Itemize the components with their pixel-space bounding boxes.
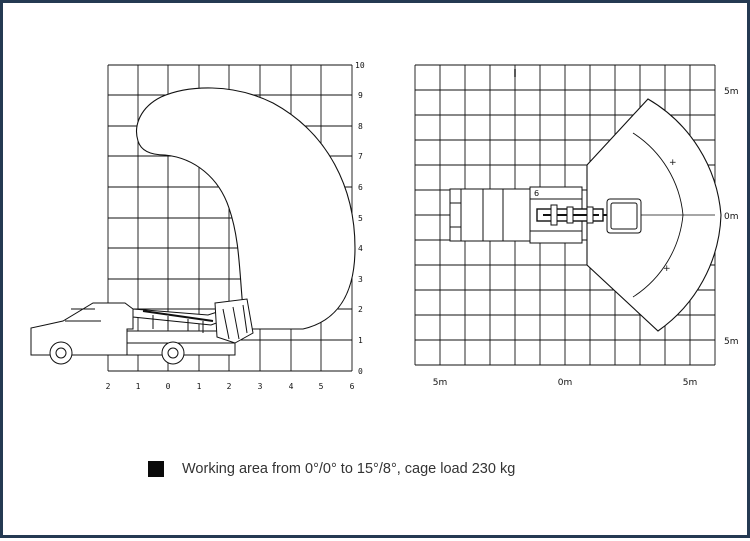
side-view-y-ticks: 0 1 2 3 4 5 6 7 8 9 10 <box>355 61 365 376</box>
y-tick: 10 <box>355 61 365 70</box>
x-tick: 2 <box>227 382 232 391</box>
x-tick: 5 <box>319 382 324 391</box>
sector-mark: + <box>663 264 671 274</box>
top-view-diagram: + + 6 <box>414 64 739 388</box>
y-tick: 3 <box>358 275 363 284</box>
svg-text:6: 6 <box>534 189 539 198</box>
top-view-x-ticks: 5m 0m 5m <box>433 378 698 388</box>
x-tick: 5m <box>683 378 698 388</box>
y-tick: 2 <box>358 305 363 314</box>
legend-swatch <box>148 461 164 477</box>
y-tick: 7 <box>358 152 363 161</box>
legend-text: Working area from 0°/0° to 15°/8°, cage … <box>182 461 516 477</box>
y-tick: 9 <box>358 91 363 100</box>
top-view-y-ticks: 5m 0m 5m <box>724 87 739 347</box>
x-tick: 5m <box>433 378 448 388</box>
x-tick: 1 <box>197 382 202 391</box>
side-view-diagram: 2 1 0 1 2 3 4 5 6 0 1 2 3 4 5 6 7 8 9 <box>30 61 365 391</box>
sector-mark: + <box>669 158 677 168</box>
y-tick: 0 <box>358 367 363 376</box>
y-tick: 5 <box>358 214 363 223</box>
diagram-canvas: 2 1 0 1 2 3 4 5 6 0 1 2 3 4 5 6 7 8 9 <box>30 61 739 391</box>
x-tick: 3 <box>258 382 263 391</box>
x-tick: 0m <box>558 378 573 388</box>
x-tick: 6 <box>350 382 355 391</box>
x-tick: 0 <box>166 382 171 391</box>
x-tick: 2 <box>106 382 111 391</box>
side-view-x-ticks: 2 1 0 1 2 3 4 5 6 <box>106 382 355 391</box>
legend: Working area from 0°/0° to 15°/8°, cage … <box>148 461 515 477</box>
y-tick: 5m <box>724 337 739 347</box>
y-tick: 5m <box>724 87 739 97</box>
y-tick: 6 <box>358 183 363 192</box>
truck-side-drawing <box>30 298 254 365</box>
x-tick: 4 <box>289 382 294 391</box>
y-tick: 8 <box>358 122 363 131</box>
y-tick: 1 <box>358 336 363 345</box>
y-tick: 4 <box>358 244 363 253</box>
side-working-envelope <box>136 87 356 330</box>
truck-top-drawing: 6 <box>449 186 642 244</box>
x-tick: 1 <box>136 382 141 391</box>
y-tick: 0m <box>724 212 739 222</box>
